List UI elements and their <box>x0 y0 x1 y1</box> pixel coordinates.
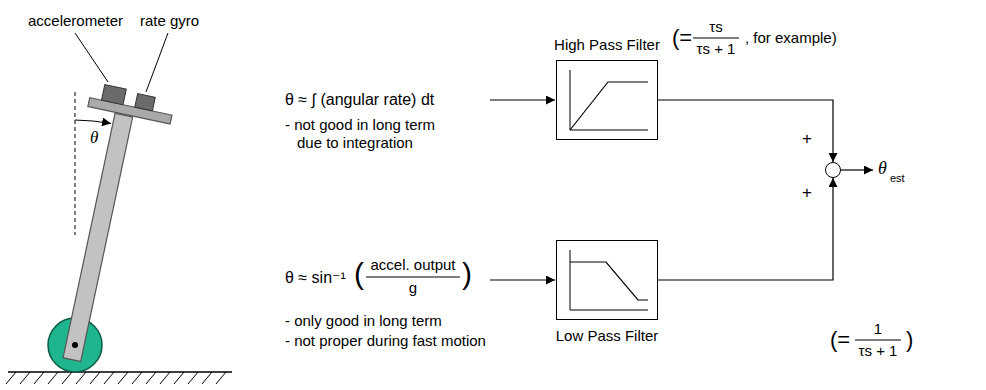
numerator: 1 <box>874 320 882 338</box>
plot-axes <box>570 70 648 130</box>
annotation: , for example) <box>745 29 837 47</box>
ground-hatch <box>118 372 128 384</box>
low-pass-response <box>570 262 648 300</box>
denominator: τs + 1 <box>859 342 898 360</box>
denominator: τs + 1 <box>697 40 736 58</box>
summing-junction: ++ <box>825 162 841 178</box>
bracket: (= <box>830 327 850 353</box>
filter-title: High Pass Filter <box>554 36 660 54</box>
sensor-label: accelerometer <box>28 12 123 30</box>
pendulum-rod <box>63 113 133 361</box>
sign-label: + <box>802 183 812 203</box>
gyro-sensor <box>135 94 156 111</box>
ground-hatch <box>216 372 226 384</box>
note: - not proper during fast motion <box>285 332 486 350</box>
filter-box: Low Pass Filter <box>556 240 658 320</box>
ground-hatch <box>6 372 16 384</box>
ground <box>6 372 232 384</box>
leader-line <box>75 33 108 82</box>
sensor-plate <box>88 98 172 124</box>
signal-connector <box>658 178 833 280</box>
input-arrow <box>490 279 555 280</box>
ground-hatch <box>20 372 30 384</box>
output-subscript: est <box>890 172 905 185</box>
accelerometer-sensor <box>101 85 126 105</box>
note: - not good in long term due to integrati… <box>285 116 457 152</box>
filter-title: Low Pass Filter <box>556 327 659 345</box>
bracket: (= <box>672 25 692 51</box>
ground-hatch <box>202 372 212 384</box>
leader-line <box>146 33 168 92</box>
high-pass-response <box>570 82 648 130</box>
output-arrow <box>841 169 873 170</box>
ground-hatch <box>188 372 198 384</box>
sensor-label: rate gyro <box>140 12 199 30</box>
pivot-dot <box>72 342 78 348</box>
ground-hatch <box>76 372 86 384</box>
bracket: ( <box>354 257 364 292</box>
ground-hatch <box>90 372 100 384</box>
angle-arrow <box>75 120 111 124</box>
ground-hatch <box>160 372 170 384</box>
denominator: g <box>409 279 417 297</box>
output-symbol: θ <box>878 158 887 180</box>
ground-hatch <box>34 372 44 384</box>
signal-connector <box>658 100 833 162</box>
fraction-bar <box>366 276 460 277</box>
angle-symbol: θ <box>90 128 98 148</box>
input-arrow <box>490 99 555 100</box>
fraction-bar <box>693 37 739 38</box>
numerator: τs <box>709 18 722 36</box>
numerator: accel. output <box>370 256 455 274</box>
ground-hatch <box>62 372 72 384</box>
equation: θ ≈ ∫ (angular rate) dt <box>285 90 434 109</box>
fraction-bar <box>855 339 901 340</box>
ground-hatch <box>132 372 142 384</box>
note: - only good in long term <box>285 312 442 330</box>
vertical-reference <box>75 92 76 235</box>
ground-hatch <box>48 372 58 384</box>
ground-hatch <box>104 372 114 384</box>
sign-label: + <box>802 129 812 149</box>
filter-box: High Pass Filter <box>556 60 658 140</box>
ground-line <box>8 371 232 373</box>
plot-axes <box>570 250 648 310</box>
bracket: ) <box>462 257 472 292</box>
pendulum-body <box>36 82 176 369</box>
bracket: ) <box>906 327 913 353</box>
ground-hatch <box>174 372 184 384</box>
equation: θ ≈ sin⁻¹ <box>285 268 346 287</box>
ground-hatch <box>146 372 156 384</box>
